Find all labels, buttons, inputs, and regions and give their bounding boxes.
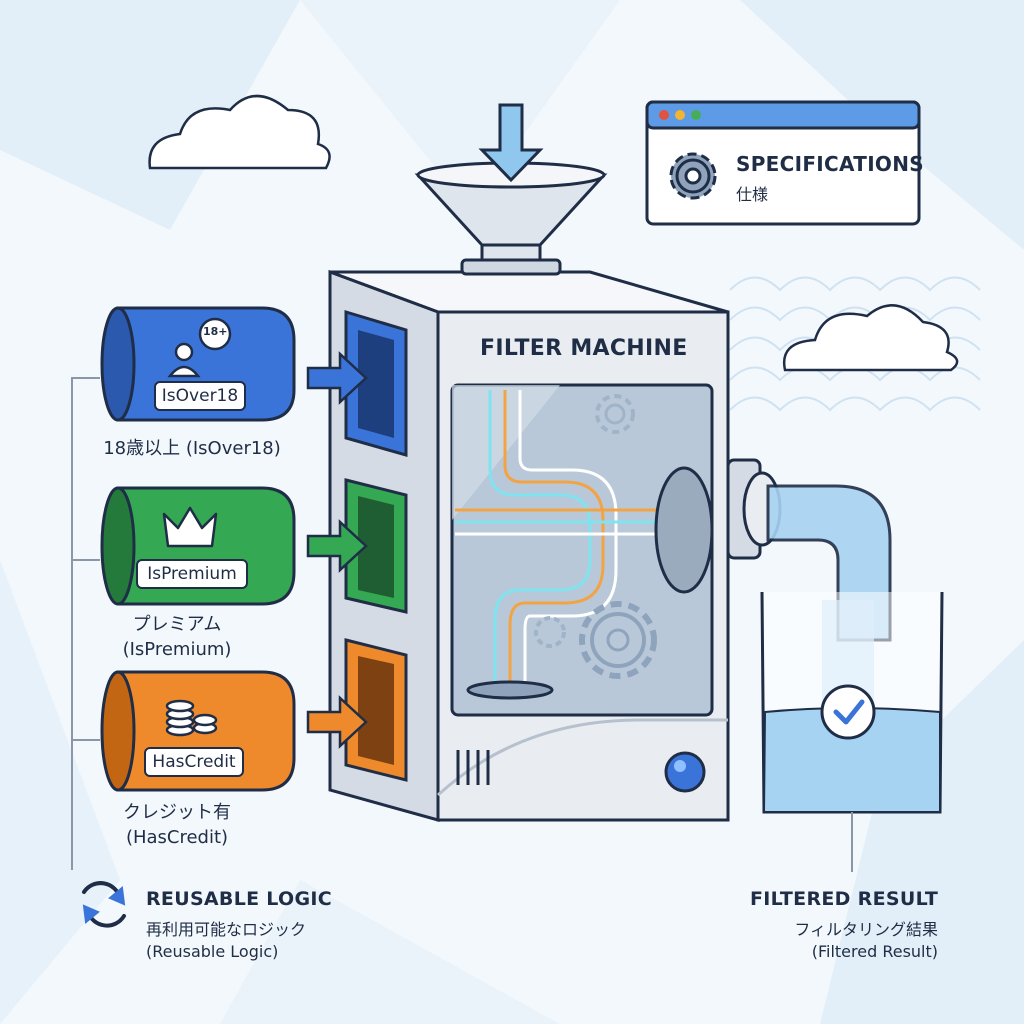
- gear-icon: [595, 394, 635, 434]
- funnel: [414, 161, 608, 276]
- pill-hascredit: [100, 670, 296, 792]
- ispremium-caption-en: (IsPremium): [122, 639, 232, 660]
- hascredit-caption: クレジット有: [123, 802, 231, 823]
- gear-icon: [534, 616, 566, 648]
- result-jp: フィルタリング結果: [794, 920, 938, 939]
- check-icon: [820, 684, 876, 740]
- result-glass: [760, 591, 944, 872]
- ispremium-caption: プレミアム: [132, 614, 222, 635]
- control-knob[interactable]: [664, 751, 706, 793]
- arrow-right-icon: [306, 519, 368, 573]
- slot-blue: [344, 309, 408, 457]
- machine-title: FILTER MACHINE: [480, 336, 688, 361]
- hascredit-tag: HasCredit: [152, 752, 236, 772]
- arrow-right-icon: [306, 695, 368, 749]
- hascredit-caption-en: (HasCredit): [125, 827, 229, 848]
- specifications-subtitle: 仕様: [736, 185, 769, 204]
- arrow-right-icon: [306, 351, 368, 405]
- gear-icon: [669, 152, 717, 200]
- reusable-jp: 再利用可能なロジック: [146, 920, 307, 939]
- cloud-left: [148, 94, 331, 170]
- window-yellow-dot: [675, 110, 685, 120]
- input-arrow-icon: [478, 103, 544, 183]
- vents: [456, 750, 490, 785]
- window-green-dot: [691, 110, 701, 120]
- gear-icon: [579, 601, 657, 679]
- result-en: (Filtered Result): [811, 942, 938, 961]
- coins-icon: [165, 699, 218, 737]
- cloud-right: [782, 304, 959, 372]
- reusable-en: (Reusable Logic): [146, 942, 279, 961]
- slot-green: [344, 478, 408, 614]
- pill-isover18: [100, 306, 296, 422]
- result-title: FILTERED RESULT: [750, 888, 939, 910]
- specifications-title: SPECIFICATIONS: [736, 152, 924, 176]
- filter-machine: [328, 103, 730, 822]
- age-badge-icon: [198, 317, 232, 351]
- refresh-icon: [82, 881, 126, 928]
- slot-orange: [344, 638, 408, 782]
- window-red-dot: [659, 110, 669, 120]
- age-badge-label: 18+: [203, 325, 228, 338]
- pill-ispremium: [100, 486, 296, 606]
- reusable-title: REUSABLE LOGIC: [146, 888, 332, 910]
- crown-icon: [162, 506, 218, 548]
- isover18-caption: 18歳以上 (IsOver18): [103, 438, 281, 459]
- isover18-tag: IsOver18: [161, 386, 239, 406]
- user-icon: [167, 342, 201, 378]
- specifications-window: [645, 100, 921, 226]
- bracket-lines: [71, 377, 100, 870]
- ispremium-tag: IsPremium: [147, 564, 237, 584]
